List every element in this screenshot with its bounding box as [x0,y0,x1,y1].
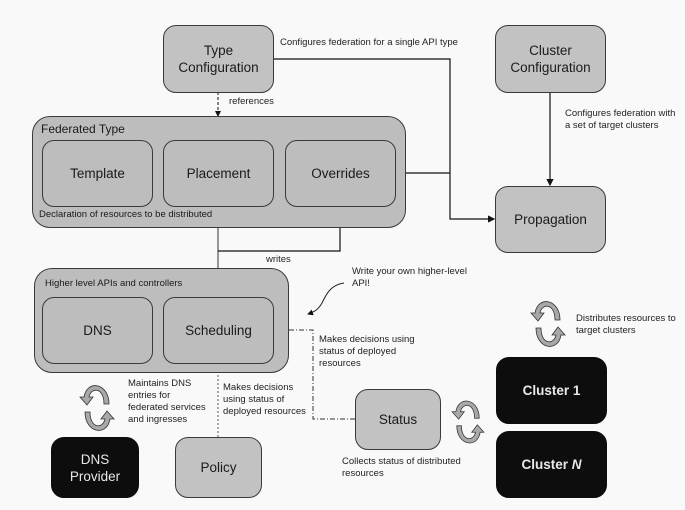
policy-decisions-annotation-1: Makes decisions [223,382,294,393]
federated-type-group: Federated Type Template Placement Overri… [32,116,406,228]
edge-status-to-scheduling [273,327,355,420]
placement-label: Placement [186,166,251,181]
policy-label: Policy [200,460,237,475]
dns-maintains-annotation-4: and ingresses [128,414,188,425]
overrides-label: Overrides [311,166,370,181]
dns-label: DNS [83,323,112,338]
policy-decisions-annotation-3: deployed resources [223,406,306,417]
scheduling-node[interactable]: Scheduling [163,297,274,364]
dns-maintains-annotation-1: Maintains DNS [128,378,192,389]
status-node[interactable]: Status [355,389,441,450]
distributes-annotation-2: target clusters [576,325,636,336]
cycle-icon-status [451,400,485,444]
type-configuration-label: Type Configuration [178,43,259,75]
cluster-configuration-node[interactable]: Cluster Configuration [495,25,606,93]
higher-level-title: Higher level APIs and controllers [45,278,183,289]
status-decisions-annotation-1: Makes decisions using [319,334,415,345]
placement-node[interactable]: Placement [163,140,274,207]
cluster-1-label: Cluster 1 [522,383,581,398]
collects-annotation-2: resources [342,468,384,479]
federated-type-caption: Declaration of resources to be distribut… [39,209,213,220]
cycle-icon-dns [79,385,115,431]
dns-provider-label: DNS Provider [69,451,121,484]
write-own-arrow [307,282,345,316]
propagation-node[interactable]: Propagation [495,186,606,253]
status-decisions-annotation-3: resources [319,358,361,369]
dns-maintains-annotation-2: entries for [128,390,171,401]
write-own-annotation-2: API! [352,278,370,289]
template-label: Template [70,166,125,181]
cluster-config-annotation-1: Configures federation with [565,108,676,119]
writes-annotation: writes [266,254,291,265]
dns-provider-node[interactable]: DNS Provider [51,437,139,498]
cluster-n-node[interactable]: Cluster N [496,431,607,498]
overrides-node[interactable]: Overrides [285,140,396,207]
policy-decisions-annotation-2: using status of [223,394,285,405]
cluster-n-label: Cluster N [521,456,581,473]
dns-maintains-annotation-3: federated services [128,402,206,413]
higher-level-apis-group: Higher level APIs and controllers DNS Sc… [34,268,289,373]
federated-type-title: Federated Type [41,122,125,136]
template-node[interactable]: Template [42,140,153,207]
policy-node[interactable]: Policy [175,437,262,498]
status-label: Status [378,412,418,427]
references-annotation: references [229,96,274,107]
cluster-config-annotation-2: a set of target clusters [565,120,659,131]
dns-node[interactable]: DNS [42,297,153,364]
edge-type-config-to-propagation [273,58,496,223]
type-config-annotation: Configures federation for a single API t… [280,37,458,48]
cluster-n-prefix: Cluster [521,457,572,472]
cluster-configuration-label: Cluster Configuration [510,43,591,75]
type-configuration-node[interactable]: Type Configuration [163,25,274,93]
propagation-label: Propagation [514,212,587,227]
status-decisions-annotation-2: status of deployed [319,346,397,357]
collects-annotation-1: Collects status of distributed [342,456,461,467]
scheduling-label: Scheduling [185,323,252,338]
cluster-1-node[interactable]: Cluster 1 [496,357,607,424]
cluster-n-suffix: N [571,457,582,472]
write-own-annotation-1: Write your own higher-level [352,266,467,277]
distributes-annotation-1: Distributes resources to [576,313,676,324]
cycle-icon-propagation [530,301,566,347]
